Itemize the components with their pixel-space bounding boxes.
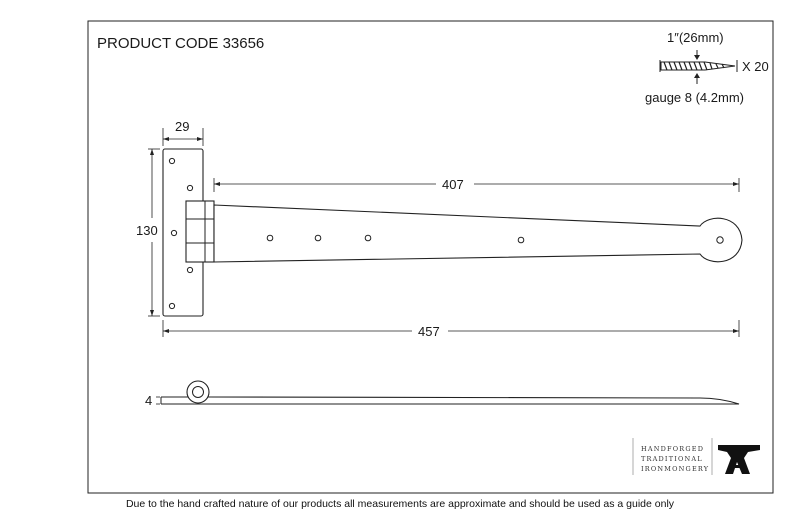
hinge-strap xyxy=(213,204,743,263)
hinge-plate xyxy=(162,148,204,317)
disclaimer-note: Due to the hand crafted nature of our pr… xyxy=(125,498,675,510)
dimension-overall-length: 457 xyxy=(162,320,740,339)
anvil-icon xyxy=(718,445,760,474)
brand-logo: HANDFORGED TRADITIONAL IRONMONGERY xyxy=(632,438,760,475)
drawing-frame xyxy=(87,20,774,494)
dimension-label-width: 29 xyxy=(175,119,189,134)
dimension-label-height: 130 xyxy=(136,223,158,238)
dimension-label-thickness: 4 xyxy=(145,393,152,408)
product-code: PRODUCT CODE 33656 xyxy=(97,35,264,52)
dimension-strap-width: 29 xyxy=(162,119,204,146)
hinge-side-profile: 4 xyxy=(145,380,740,408)
screw-detail: 1″(26mm) X 20 gauge 8 (4.2mm) xyxy=(645,30,769,105)
brand-line-2: TRADITIONAL xyxy=(641,455,703,463)
hinge-knuckle xyxy=(185,200,215,263)
brand-line-3: IRONMONGERY xyxy=(641,465,709,473)
screw-length-label: 1″(26mm) xyxy=(667,30,724,45)
dimension-label-strap-length: 407 xyxy=(442,177,464,192)
dimension-strap-length: 407 xyxy=(213,177,740,192)
dimension-strap-height: 130 xyxy=(136,148,160,317)
dimension-label-overall-length: 457 xyxy=(418,324,440,339)
brand-line-1: HANDFORGED xyxy=(641,445,704,453)
screw-icon xyxy=(659,60,738,72)
screw-gauge-label: gauge 8 (4.2mm) xyxy=(645,90,744,105)
screw-quantity: X 20 xyxy=(742,59,769,74)
